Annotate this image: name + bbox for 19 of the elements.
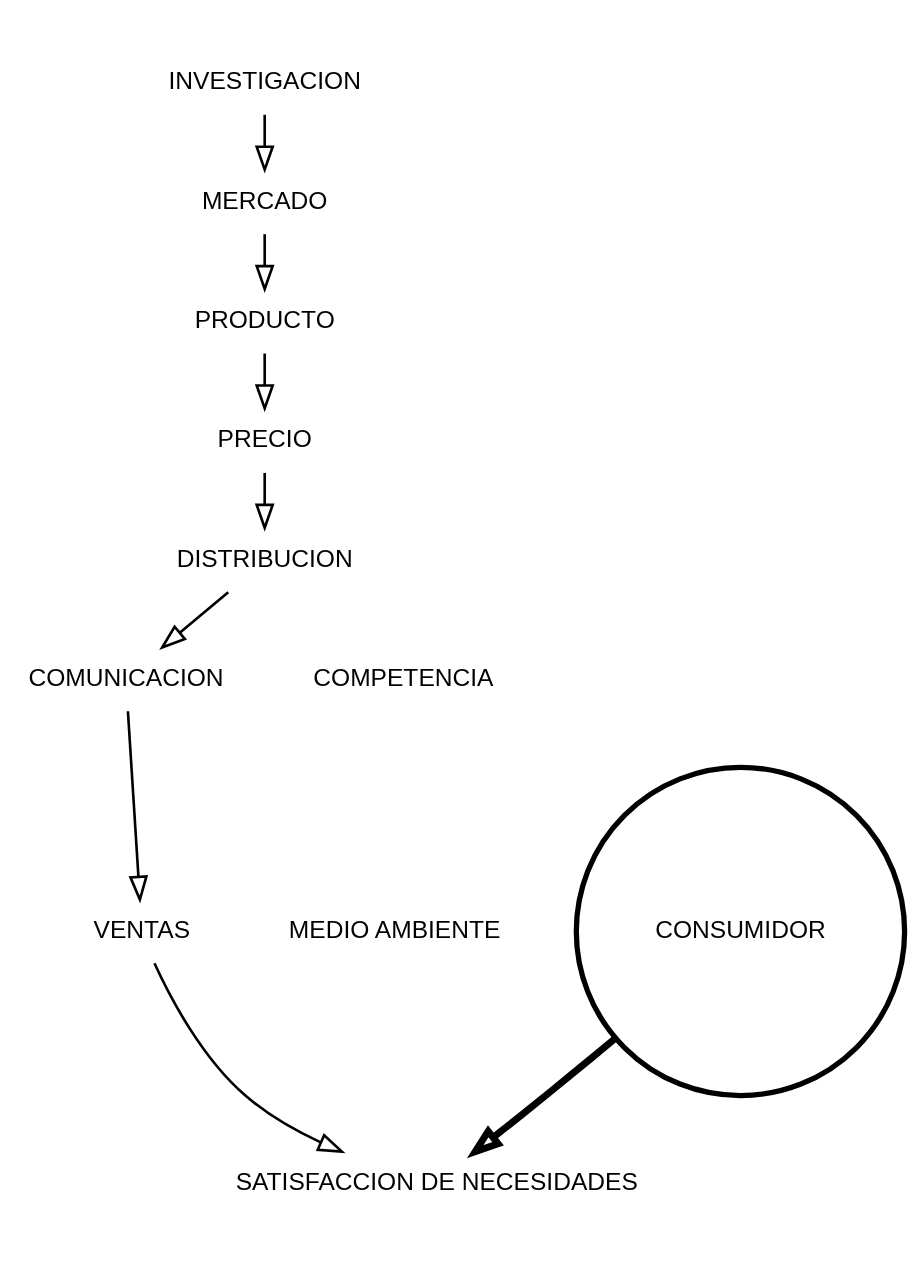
node-text: PRECIO: [217, 425, 312, 453]
arrow: [254, 472, 275, 532]
arrow: [159, 591, 230, 651]
node-text: COMUNICACION: [28, 664, 224, 692]
arrow: [153, 962, 346, 1154]
node-text: DISTRIBUCION: [176, 544, 353, 572]
arrow: [126, 711, 149, 904]
arrow: [466, 1035, 618, 1159]
node-text: INVESTIGACION: [168, 67, 361, 95]
node-text: MERCADO: [201, 186, 328, 214]
label: MEDIO AMBIENTE: [288, 915, 501, 943]
label: COMPETENCIA: [313, 664, 494, 692]
node-text: VENTAS: [93, 915, 191, 943]
arrow: [254, 353, 275, 413]
node-circle: CONSUMIDOR: [573, 764, 908, 1099]
node-text: SATISFACCION DE NECESIDADES: [235, 1167, 638, 1195]
arrow: [254, 114, 275, 174]
arrow: [254, 234, 275, 293]
node-text: PRODUCTO: [194, 305, 335, 333]
